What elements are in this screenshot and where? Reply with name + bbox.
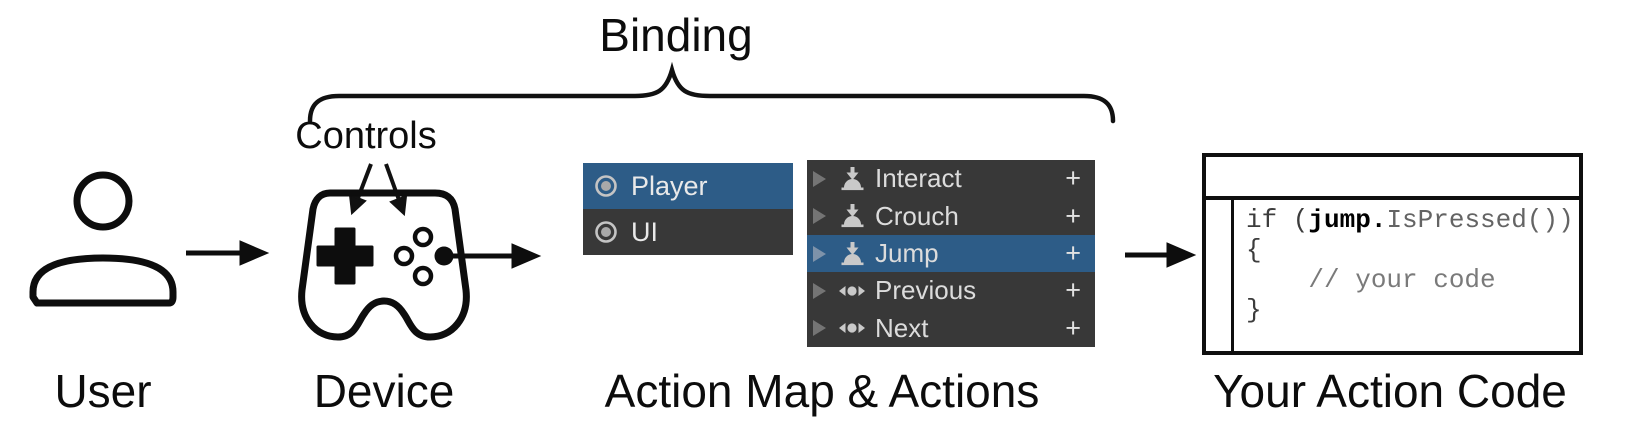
code-line-open-brace: { — [1246, 235, 1262, 265]
foldout-arrow-icon[interactable] — [813, 245, 826, 262]
add-binding-button[interactable]: + — [1065, 275, 1081, 306]
action-name: Crouch — [875, 200, 959, 231]
face-buttons — [393, 226, 454, 287]
add-binding-button[interactable]: + — [1065, 200, 1081, 231]
axis-control-icon — [839, 285, 865, 296]
axis-control-icon — [839, 323, 865, 334]
button-control-icon — [841, 241, 864, 265]
device-to-actionmap-arrow — [452, 243, 542, 269]
add-binding-button[interactable]: + — [1065, 238, 1081, 269]
add-binding-button[interactable]: + — [1065, 312, 1081, 343]
action-map-name: Player — [631, 170, 708, 201]
code-window-titlebar — [1206, 157, 1579, 200]
action-map-icon — [595, 221, 617, 243]
controls-pointer-arrows — [348, 163, 408, 217]
actions-panel: Interact + Crouch + Ju — [807, 160, 1095, 347]
foldout-arrow-icon[interactable] — [813, 208, 826, 225]
code-line-if: if (jump.IsPressed()) — [1246, 205, 1574, 235]
foldout-arrow-icon[interactable] — [813, 282, 826, 299]
action-code-window: if (jump.IsPressed()) { // your code } — [1202, 153, 1583, 355]
action-code-label: Your Action Code — [1213, 365, 1567, 417]
action-name: Jump — [875, 238, 939, 269]
action-name: Previous — [875, 275, 977, 306]
add-binding-button[interactable]: + — [1065, 163, 1081, 194]
button-control-icon — [841, 166, 864, 190]
code-window-body: if (jump.IsPressed()) { // your code } — [1206, 200, 1579, 351]
action-row[interactable]: Jump + — [807, 234, 1095, 273]
pressed-button — [434, 246, 454, 266]
binding-brace — [307, 61, 1116, 124]
code-snippet: if (jump.IsPressed()) { // your code } — [1234, 200, 1574, 351]
action-name: Next — [875, 312, 929, 343]
binding-label: Binding — [599, 9, 753, 61]
code-line-comment: // your code — [1246, 265, 1496, 295]
button-control-icon — [841, 204, 864, 228]
gamepad-icon — [298, 189, 470, 341]
action-map-row[interactable]: Player — [583, 163, 793, 209]
user-to-device-arrow — [186, 240, 270, 266]
action-map-panel: Player UI — [583, 163, 793, 255]
action-map-label: Action Map & Actions — [604, 365, 1040, 417]
action-name: Interact — [875, 163, 962, 194]
user-label: User — [54, 365, 152, 417]
action-row[interactable]: Crouch + — [807, 197, 1095, 234]
action-row[interactable]: Previous + — [807, 272, 1095, 309]
action-map-name: UI — [631, 216, 658, 247]
device-label: Device — [313, 365, 455, 417]
action-row[interactable]: Next + — [807, 310, 1095, 347]
dpad-icon — [316, 227, 374, 285]
foldout-arrow-icon[interactable] — [813, 320, 826, 337]
action-row[interactable]: Interact + — [807, 160, 1095, 197]
actions-to-code-arrow — [1125, 242, 1197, 268]
controls-label: Controls — [295, 115, 437, 157]
code-line-close-brace: } — [1246, 295, 1262, 325]
action-map-icon — [595, 175, 617, 197]
user-icon — [29, 171, 177, 307]
code-gutter — [1206, 200, 1234, 351]
action-map-row[interactable]: UI — [583, 209, 793, 255]
foldout-arrow-icon[interactable] — [813, 170, 826, 187]
